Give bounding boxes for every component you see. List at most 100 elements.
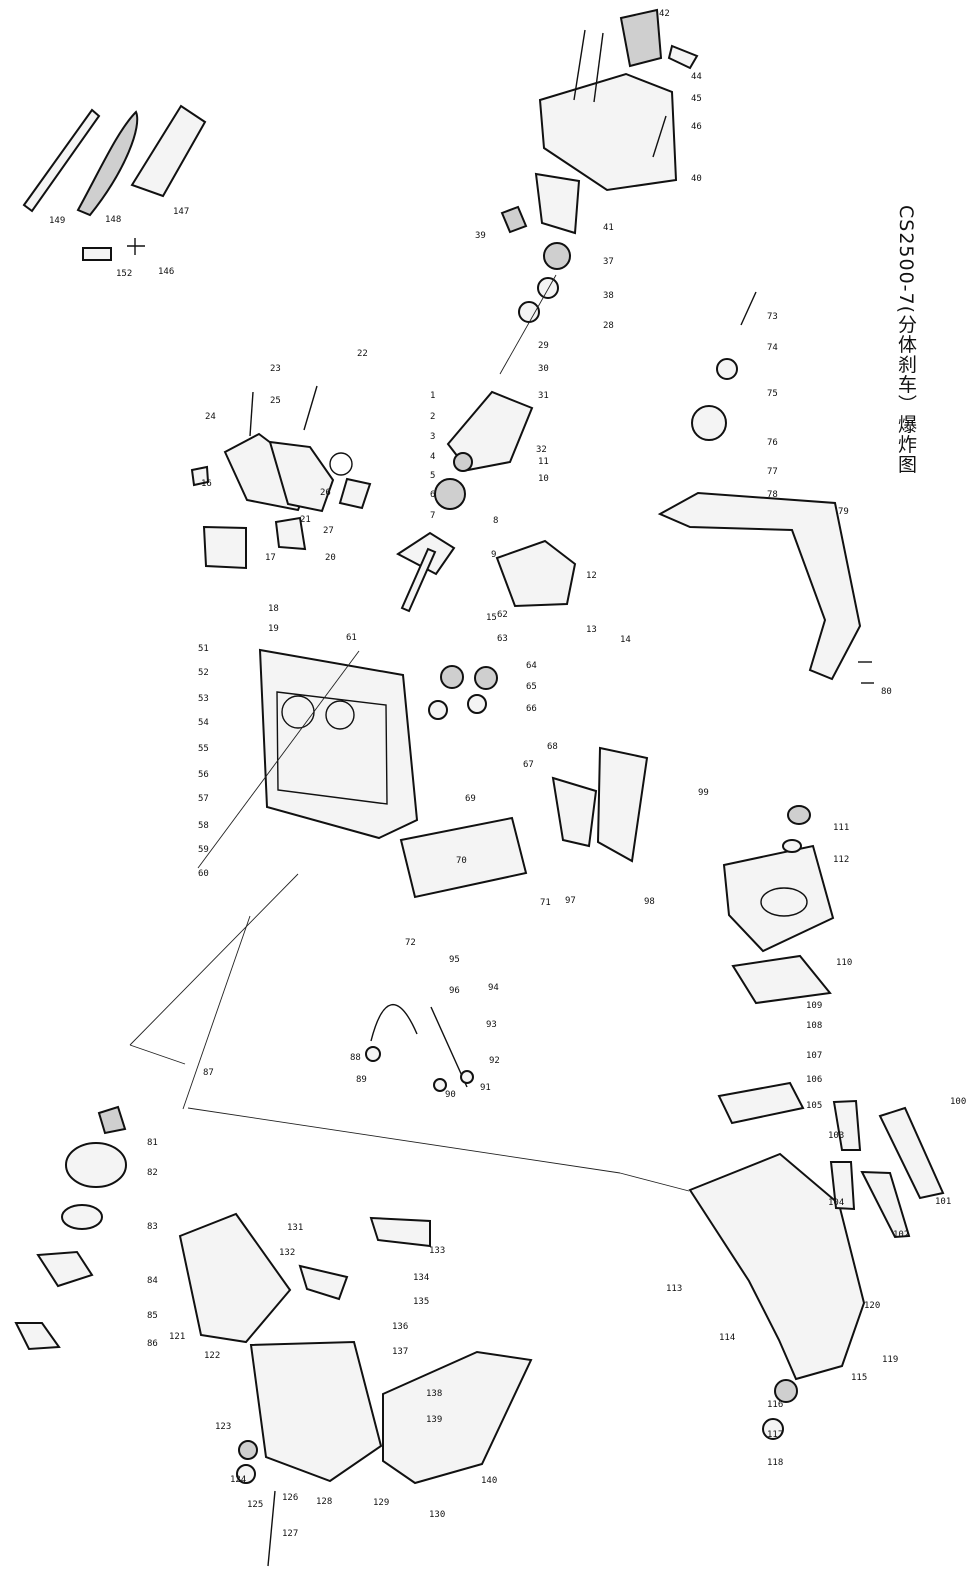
callout-132: 132	[279, 1248, 295, 1258]
callout-40: 40	[691, 174, 702, 184]
callout-64: 64	[526, 661, 537, 671]
callout-130: 130	[429, 1510, 445, 1520]
crankcase-assembly	[258, 648, 649, 899]
callout-12: 12	[586, 571, 597, 581]
callout-52: 52	[198, 668, 209, 678]
flywheel-crankshaft	[338, 390, 577, 613]
callout-152: 152	[116, 269, 132, 279]
callout-92: 92	[489, 1056, 500, 1066]
callout-86: 86	[147, 1339, 158, 1349]
callout-22: 22	[357, 349, 368, 359]
callout-67: 67	[523, 760, 534, 770]
callout-62: 62	[497, 610, 508, 620]
callout-108: 108	[806, 1021, 822, 1031]
callout-6: 6	[430, 490, 435, 500]
callout-9: 9	[491, 550, 496, 560]
callout-51: 51	[198, 644, 209, 654]
callout-17: 17	[265, 553, 276, 563]
callout-76: 76	[767, 438, 778, 448]
callout-134: 134	[413, 1273, 429, 1283]
callout-10: 10	[538, 474, 549, 484]
callout-123: 123	[215, 1422, 231, 1432]
callout-119: 119	[882, 1355, 898, 1365]
callout-72: 72	[405, 938, 416, 948]
callout-27: 27	[323, 526, 334, 536]
callout-46: 46	[691, 122, 702, 132]
callout-128: 128	[316, 1497, 332, 1507]
callout-84: 84	[147, 1276, 158, 1286]
air-filter-assembly	[717, 805, 835, 1125]
callout-106: 106	[806, 1075, 822, 1085]
callout-66: 66	[526, 704, 537, 714]
fuel-line-assembly	[365, 1003, 474, 1092]
callout-97: 97	[565, 896, 576, 906]
callout-122: 122	[204, 1351, 220, 1361]
callout-41: 41	[603, 223, 614, 233]
callout-136: 136	[392, 1322, 408, 1332]
callout-19: 19	[268, 624, 279, 634]
callout-18: 18	[268, 604, 279, 614]
callout-89: 89	[356, 1075, 367, 1085]
callout-83: 83	[147, 1222, 158, 1232]
callout-3: 3	[430, 432, 435, 442]
diagram-title: CS2500-7(分体刹车）爆炸图	[895, 205, 917, 475]
callout-107: 107	[806, 1051, 822, 1061]
callout-77: 77	[767, 467, 778, 477]
callout-100: 100	[950, 1097, 966, 1107]
callout-87: 87	[203, 1068, 214, 1078]
callout-59: 59	[198, 845, 209, 855]
callout-55: 55	[198, 744, 209, 754]
callout-32: 32	[536, 445, 547, 455]
callout-14: 14	[620, 635, 631, 645]
callout-26: 26	[320, 488, 331, 498]
callout-80: 80	[881, 687, 892, 697]
callout-146: 146	[158, 267, 174, 277]
callout-111: 111	[833, 823, 849, 833]
callout-140: 140	[481, 1476, 497, 1486]
callout-82: 82	[147, 1168, 158, 1178]
callout-73: 73	[767, 312, 778, 322]
callout-29: 29	[538, 341, 549, 351]
callout-148: 148	[105, 215, 121, 225]
callout-104: 104	[828, 1198, 844, 1208]
callout-120: 120	[864, 1301, 880, 1311]
callout-98: 98	[644, 897, 655, 907]
callout-38: 38	[603, 291, 614, 301]
callout-115: 115	[851, 1373, 867, 1383]
callout-63: 63	[497, 634, 508, 644]
callout-25: 25	[270, 396, 281, 406]
callout-109: 109	[806, 1001, 822, 1011]
callout-117: 117	[767, 1430, 783, 1440]
callout-42: 42	[659, 9, 670, 19]
callout-78: 78	[767, 490, 778, 500]
callout-149: 149	[49, 216, 65, 226]
callout-1: 1	[430, 391, 435, 401]
callout-79: 79	[838, 507, 849, 517]
callout-20: 20	[325, 553, 336, 563]
cylinder-assembly	[190, 385, 353, 570]
callout-53: 53	[198, 694, 209, 704]
callout-45: 45	[691, 94, 702, 104]
callout-118: 118	[767, 1458, 783, 1468]
callout-105: 105	[806, 1101, 822, 1111]
callout-61: 61	[346, 633, 357, 643]
callout-113: 113	[666, 1284, 682, 1294]
callout-133: 133	[429, 1246, 445, 1256]
callout-95: 95	[449, 955, 460, 965]
callout-139: 139	[426, 1415, 442, 1425]
callout-88: 88	[350, 1053, 361, 1063]
callout-11: 11	[538, 457, 549, 467]
front-handle-assembly	[657, 291, 874, 684]
callout-28: 28	[603, 321, 614, 331]
callout-56: 56	[198, 770, 209, 780]
callout-81: 81	[147, 1138, 158, 1148]
guide-bar-chain-cover-set	[22, 104, 207, 261]
callout-4: 4	[430, 452, 435, 462]
callout-24: 24	[205, 412, 216, 422]
callout-57: 57	[198, 794, 209, 804]
leader-lines	[129, 274, 690, 1192]
callout-138: 138	[426, 1389, 442, 1399]
callout-99: 99	[698, 788, 709, 798]
callout-16: 16	[201, 479, 212, 489]
